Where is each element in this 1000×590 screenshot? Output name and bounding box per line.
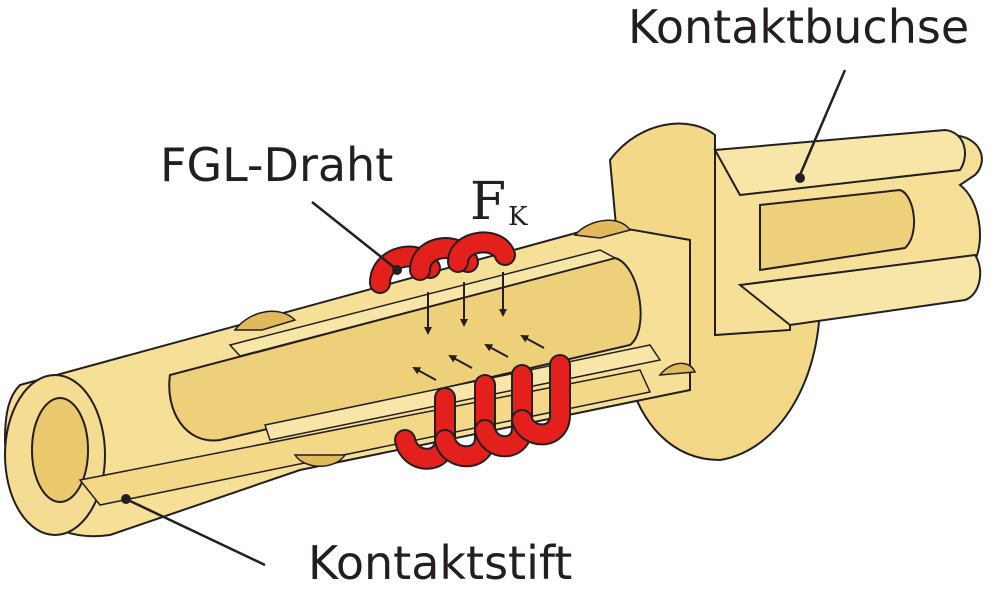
socket-pointer-dot [795, 173, 805, 183]
arrow-up-left-icon [484, 344, 509, 358]
label-contact-pin: Kontaktstift [308, 536, 573, 590]
socket-wall-top [713, 128, 966, 197]
label-contact-socket: Kontaktbuchse [628, 0, 970, 54]
contact-pin [3, 219, 697, 567]
sma-wire [311, 201, 571, 470]
socket-bore [759, 188, 916, 272]
pin-notch-3 [293, 454, 347, 467]
pin-pointer [127, 498, 266, 567]
pin-notch-2 [573, 219, 632, 239]
pin-pointer-dot [121, 494, 131, 504]
arrow-up-left-icon [448, 355, 473, 369]
pin-notch-4 [658, 362, 697, 376]
contact-force-arrows [424, 272, 507, 335]
socket-wall-bottom [737, 253, 982, 327]
label-sma-wire: FGL-Draht [160, 138, 394, 192]
force-symbol: F [470, 172, 507, 232]
arrow-up-left-icon [412, 367, 437, 381]
pin-core-top [228, 249, 618, 357]
pin-inner-core [168, 256, 642, 442]
pin-end-bore [31, 397, 89, 503]
arrow-up-left-icon [520, 335, 545, 349]
force-subscript: K [508, 202, 528, 232]
label-contact-force: FK [470, 176, 528, 230]
wire-pointer-dot [392, 265, 402, 275]
wire-pointer [311, 201, 396, 269]
socket-pointer [798, 69, 847, 176]
pin-notch-1 [233, 310, 297, 331]
reaction-arrows [412, 335, 545, 381]
